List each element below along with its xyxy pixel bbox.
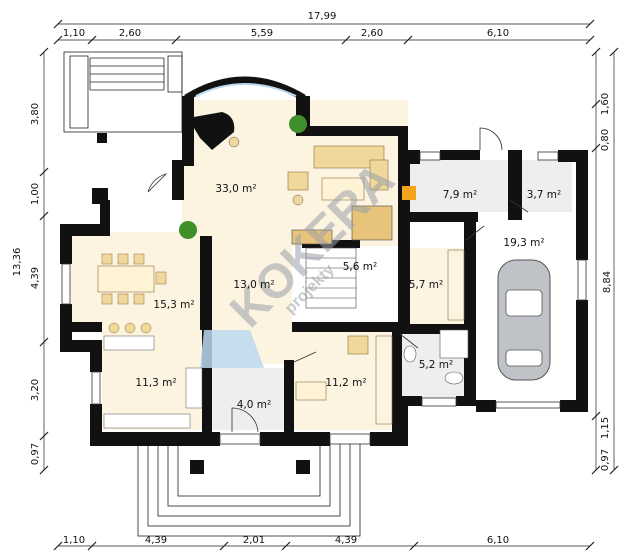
desk-icon — [295, 381, 327, 401]
dim-left: 1,00 — [30, 183, 41, 205]
dining-table-icon — [97, 265, 155, 293]
dim-right: 0,97 — [600, 449, 611, 471]
bay-window-glass — [195, 83, 297, 97]
doors — [147, 127, 529, 433]
dim-top: 6,10 — [487, 28, 509, 39]
dim-top: 1,10 — [63, 28, 85, 39]
piano-icon — [188, 112, 235, 150]
dim-right: 0,80 — [600, 129, 611, 151]
dim-left: 0,97 — [30, 443, 41, 465]
pillar — [69, 55, 89, 129]
staircase — [291, 205, 393, 309]
dim-bottom: 6,10 — [487, 535, 509, 546]
room-area-kitchen: 11,3 m² — [135, 377, 176, 389]
wardrobe-icon — [375, 335, 393, 425]
door-office — [293, 351, 317, 363]
entrance-pillar — [190, 460, 204, 474]
room-area-storage: 3,7 m² — [527, 189, 561, 201]
dim-bottom: 4,39 — [335, 535, 357, 546]
office-armchair-icon — [347, 335, 369, 355]
closet-icon — [447, 249, 465, 321]
room-area-garage: 19,3 m² — [503, 237, 544, 249]
room-area-hall: 13,0 m² — [233, 279, 274, 291]
kitchen-counter-icon — [103, 413, 191, 429]
dim-left: 3,20 — [30, 379, 41, 401]
hall-glass — [200, 330, 264, 368]
kitchen-counter-icon — [103, 335, 155, 351]
plant-icons — [179, 115, 307, 239]
room-area-dining: 15,3 m² — [153, 299, 194, 311]
bay-window — [184, 76, 306, 102]
door-storage — [509, 199, 529, 213]
dim-right: 1,60 — [600, 93, 611, 115]
side-table-icon — [292, 194, 304, 206]
dim-bottom: 1,10 — [63, 535, 85, 546]
dim-left-total: 13,36 — [12, 248, 23, 277]
coffee-table-icon — [321, 177, 365, 201]
dim-right: 1,15 — [600, 417, 611, 439]
dim-bottom: 2,01 — [243, 535, 265, 546]
sofa-side-icon — [369, 159, 389, 191]
bar-stool-icons — [108, 322, 152, 334]
dim-top-total: 17,99 — [308, 11, 337, 22]
stool-icon — [228, 136, 240, 148]
toilet-icon — [444, 371, 464, 385]
room-area-vestibule: 4,0 m² — [237, 399, 271, 411]
sink-icon — [403, 345, 417, 363]
room-area-office: 11,2 m² — [325, 377, 366, 389]
dim-left: 3,80 — [30, 103, 41, 125]
floor-boiler — [408, 160, 508, 212]
room-area-pantry: 5,6 m² — [343, 261, 377, 273]
furniture — [97, 112, 469, 429]
door-boiler — [479, 127, 503, 151]
door-terrace — [147, 173, 168, 193]
armchair-icon — [287, 171, 309, 191]
car-icon — [497, 259, 551, 381]
dim-left: 4,39 — [30, 267, 41, 289]
floors — [70, 100, 572, 430]
terrace-pillar — [97, 133, 107, 143]
windows — [61, 151, 587, 445]
door-entrance — [231, 407, 259, 433]
dim-right-total: 8,84 — [602, 271, 613, 293]
pillar — [167, 55, 183, 93]
shower-icon — [439, 329, 469, 359]
room-area-bathroom: 5,2 m² — [419, 359, 453, 371]
dimension-labels: 17,99 1,10 2,60 5,59 2,60 6,10 1,10 4,39… — [12, 11, 613, 546]
dim-top: 5,59 — [251, 28, 273, 39]
room-area-corridor: 5,7 m² — [409, 279, 443, 291]
door-garage — [465, 225, 485, 241]
dim-top: 2,60 — [361, 28, 383, 39]
room-area-boiler: 7,9 m² — [443, 189, 477, 201]
sofa-icon — [313, 145, 385, 169]
entrance-pillar — [296, 460, 310, 474]
dim-bottom: 4,39 — [145, 535, 167, 546]
room-labels: 33,0 m² 13,0 m² 5,6 m² 15,3 m² 11,3 m² 4… — [135, 183, 561, 411]
dimension-lines — [39, 19, 619, 551]
door-bath — [399, 333, 419, 349]
walls — [60, 96, 588, 446]
fireplace-icon — [402, 186, 416, 200]
entrance-step — [137, 439, 361, 537]
dim-top: 2,60 — [119, 28, 141, 39]
stove-icon — [185, 367, 203, 409]
entrance-step — [157, 439, 341, 517]
room-area-salon: 33,0 m² — [215, 183, 256, 195]
chair-icons — [101, 253, 167, 305]
floor-vestibule — [212, 368, 292, 430]
